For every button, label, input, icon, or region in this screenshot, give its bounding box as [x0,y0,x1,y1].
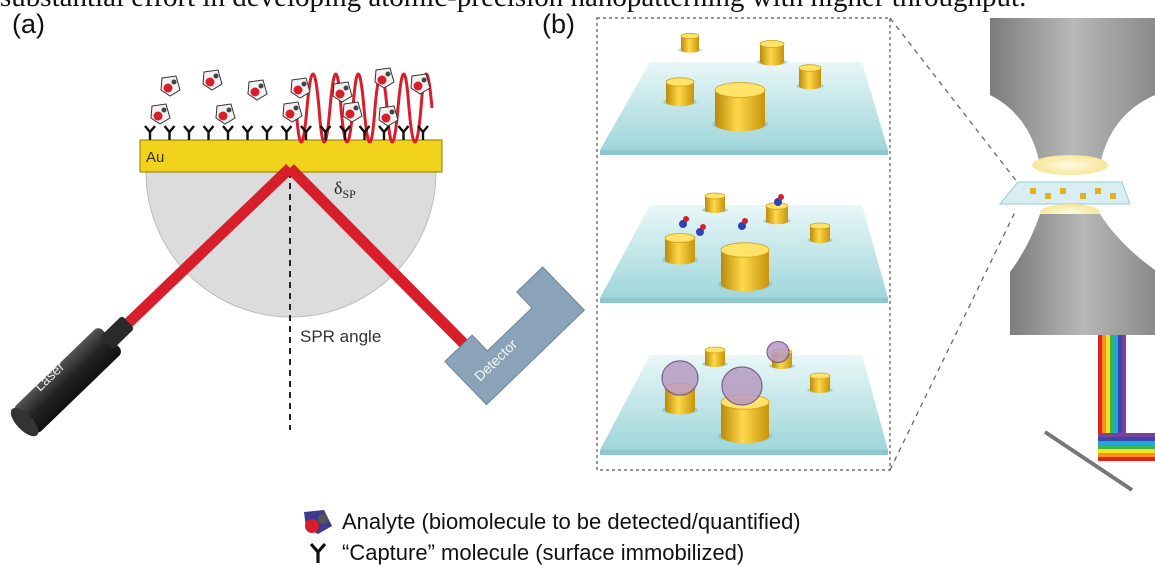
capture-molecule [241,125,254,140]
capture-molecule [339,125,351,140]
gold-nanopillar [712,82,768,132]
capture-molecule [261,125,273,140]
evanescent-wave [294,72,434,144]
capture-molecules [144,125,429,140]
legend-capture-row: “Capture” molecule (surface immobilized) [300,538,744,568]
capture-molecule [300,125,312,140]
gold-label: Au [146,149,164,166]
analyte-molecules [150,67,431,127]
analyte-complex [766,340,790,364]
capture-biomolecule [774,194,784,206]
bound-biomolecules [661,194,790,406]
analyte-molecule [342,101,363,123]
analyte-complex [721,366,763,406]
analyte-molecule [290,77,311,99]
laser-body [10,316,134,437]
slide-nanopillar [1060,188,1066,194]
analyte-molecule [247,79,268,101]
capture-molecule [319,125,332,140]
panel-a-label: (a) [12,9,45,39]
gold-nanopillar [718,242,772,292]
panel-a [10,60,586,460]
capture-molecule [397,125,410,140]
detector [444,266,586,406]
objective-lens-bottom [1010,204,1155,335]
gold-nanopillar [702,346,728,367]
gold-nanopillar [702,192,728,213]
legend-analyte-text: Analyte (biomolecule to be detected/quan… [342,509,801,534]
capture-molecule [378,125,390,140]
gold-nanopillar [796,64,824,90]
analyte-molecule [410,73,431,95]
slide-nanopillar [1080,193,1086,199]
slide-nanopillar [1110,193,1116,199]
gold-nanopillar [807,372,833,393]
panel-b [596,17,1155,492]
panel-b-label: (b) [542,9,575,39]
slide-nanopillar [1095,188,1101,194]
capture-molecule [222,125,234,140]
capture-molecule [358,125,371,140]
delta-label: δSP [334,178,356,201]
analyte-molecule [282,101,303,123]
capture-biomolecule [696,224,706,236]
gold-nanopillar [763,202,791,225]
capture-molecule [202,125,215,140]
analyte-legend-icon [304,510,332,534]
analyte-molecule [332,81,353,103]
prism [145,171,437,318]
legend-capture-text: “Capture” molecule (surface immobilized) [342,540,745,565]
analyte-molecule [215,103,236,125]
gold-nanopillar [663,77,697,107]
capture-molecule [280,125,293,140]
analyte-molecule [150,103,171,125]
slide-nanopillar [1045,193,1051,199]
capture-molecule [144,125,156,140]
sample-slide [998,181,1131,205]
objective-lens-top [990,18,1155,175]
header-text: substantial effort in developing atomic-… [0,0,1155,14]
gold-nanopillar [662,233,698,265]
mirror [1043,430,1134,492]
zoom-box [596,17,891,471]
legend-analyte-row: Analyte (biomolecule to be detected/quan… [300,507,801,537]
slide-nanopillar [1030,188,1036,194]
capture-molecule [163,125,176,140]
gold-nanopillar [678,32,702,53]
capture-molecule [417,125,429,140]
capture-biomolecule [738,218,748,230]
zoom-line-bottom [889,211,1016,471]
analyte-molecule [160,75,181,97]
gold-nanopillar [757,40,787,66]
capture-legend-icon [309,542,327,563]
analyte-molecule [378,105,399,127]
reflected-beam [286,164,489,369]
spectrum-beam [1098,335,1155,461]
capture-molecule [183,125,195,140]
analyte-molecule [374,67,395,89]
capture-biomolecule [679,216,689,228]
analyte-complex [661,360,699,396]
analyte-molecule [202,69,223,91]
gold-nanopillar [807,222,833,243]
spr-angle-label: SPR angle [300,327,381,346]
